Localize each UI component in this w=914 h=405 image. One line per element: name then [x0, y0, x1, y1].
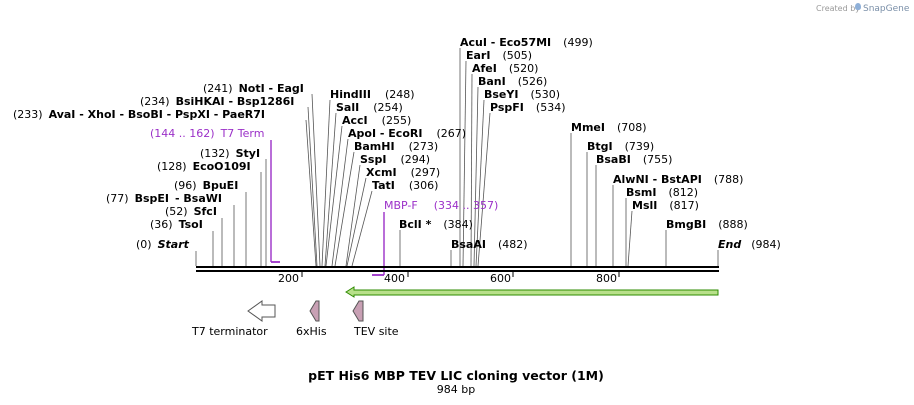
site-label: (128)EcoO109I: [157, 160, 251, 173]
site-label: BsaBI(755): [596, 153, 672, 166]
site-label: EarI(505): [466, 49, 532, 62]
site-label: (241)NotI - EagI: [203, 82, 304, 95]
site-label: XcmI(297): [366, 166, 440, 179]
site-label: ApoI - EcoRI(267): [348, 127, 466, 140]
feature-label-t7-terminator: T7 terminator: [191, 325, 268, 338]
site-label: BsmI(812): [626, 186, 698, 199]
end-label: End: [718, 238, 741, 251]
tev-site-arrow-icon: [352, 300, 364, 322]
ruler-tick-200: 200: [278, 272, 299, 285]
site-label: MmeI(708): [571, 121, 647, 134]
cut-site-lines: [195, 48, 719, 267]
site-label: SalI(254): [336, 101, 403, 114]
site-label: (233)AvaI - XhoI - BsoBI - PspXI - PaeR7…: [13, 108, 265, 121]
primer-label-t7-term: (144 .. 162)T7 Term: [150, 127, 264, 140]
snapgene-brand: SnapGene: [863, 4, 910, 14]
start-position: (0): [136, 238, 152, 251]
feature-label-tev-site: TEV site: [353, 325, 399, 338]
site-label: BsaAI(482): [451, 238, 528, 251]
site-label: (36)TsoI: [150, 218, 203, 231]
created-by-text: Created by: [816, 4, 860, 13]
site-label: BamHI(273): [354, 140, 438, 153]
feature-label-6xhis: 6xHis: [296, 325, 327, 338]
ruler-tick-800: 800: [596, 272, 617, 285]
end-position: (984): [751, 238, 781, 251]
sequence-backbone: [196, 266, 719, 272]
t7-terminator-arrow-icon: [247, 300, 276, 322]
map-length: 984 bp: [437, 383, 475, 396]
map-title: pET His6 MBP TEV LIC cloning vector (1M): [308, 368, 604, 383]
primer-label-mbp-f: MBP-F(334 .. 357): [384, 199, 498, 212]
site-label: BseYI(530): [484, 88, 560, 101]
site-label: (234)BsiHKAI - Bsp1286I: [140, 95, 294, 108]
site-label: MslI(817): [632, 199, 699, 212]
site-label: (52)SfcI: [165, 205, 217, 218]
ruler-ticks: [301, 272, 620, 277]
site-label: BclI *(384): [399, 218, 473, 231]
site-label: BmgBI(888): [666, 218, 748, 231]
site-label: AlwNI - BstAPI(788): [613, 173, 743, 186]
svg-text:End(984): End (984): [718, 238, 781, 251]
site-label: PspFI(534): [490, 101, 566, 114]
snapgene-logo-icon: [855, 3, 861, 10]
ruler-tick-400: 400: [384, 272, 405, 285]
site-label: BtgI(739): [587, 140, 654, 153]
site-label: AfeI(520): [472, 62, 538, 75]
site-label: AcuI - Eco57MI(499): [460, 36, 593, 49]
6xhis-arrow-icon: [309, 300, 320, 322]
t7-term-primer-marker: [270, 140, 280, 263]
start-label: Start: [158, 238, 190, 251]
site-label: (96)BpuEI: [174, 179, 238, 192]
svg-text:(0)Start: (0) Start: [136, 238, 190, 251]
site-label: TatI(306): [372, 179, 438, 192]
site-label: HindIII(248): [330, 88, 415, 101]
site-label: (132)StyI: [200, 147, 260, 160]
ruler-tick-600: 600: [490, 272, 511, 285]
mbp-f-primer-marker: [372, 212, 385, 276]
site-label: (77)BspEI- BsaWI: [106, 192, 222, 205]
site-label: BanI(526): [478, 75, 547, 88]
green-feature-arrow: [345, 286, 719, 298]
site-label: SspI(294): [360, 153, 430, 166]
site-label: AccI(255): [342, 114, 411, 127]
